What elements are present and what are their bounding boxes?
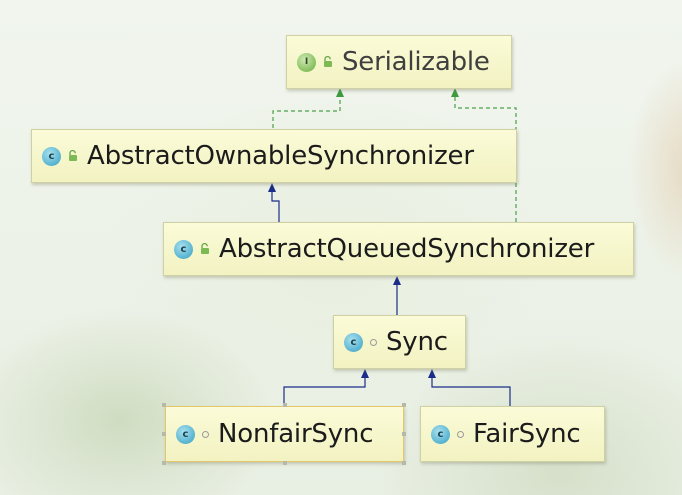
node-label: Serializable: [342, 47, 490, 77]
extends-arrowhead-sync: [393, 276, 401, 285]
implements-arrowhead-aos: [336, 88, 344, 97]
class-icon: c: [174, 239, 193, 259]
abstract-queued-synchronizer-node[interactable]: c AbstractQueuedSynchronizer: [163, 222, 634, 276]
nonfair-sync-node[interactable]: c NonfairSync: [165, 406, 404, 462]
dot-icon: [457, 430, 464, 438]
selection-handle[interactable]: [162, 432, 166, 436]
extends-arrowhead-nonfair: [361, 369, 369, 378]
node-label: AbstractQueuedSynchronizer: [219, 234, 595, 264]
sync-node[interactable]: c Sync: [333, 315, 466, 369]
selection-handle[interactable]: [402, 403, 406, 407]
node-label: NonfairSync: [218, 419, 374, 449]
lock-open-icon: [200, 243, 210, 255]
dot-icon: [370, 338, 377, 346]
extends-arrowhead-fair: [428, 369, 436, 378]
dot-icon: [202, 430, 209, 438]
extends-edge-nonfair: [283, 377, 366, 406]
node-label: Sync: [386, 327, 448, 357]
lock-open-icon: [68, 150, 78, 162]
implements-arrowhead-aqs: [451, 88, 459, 97]
extends-arrowhead-aqs: [268, 183, 276, 192]
node-label: AbstractOwnableSynchronizer: [87, 141, 474, 171]
abstract-ownable-synchronizer-node[interactable]: c AbstractOwnableSynchronizer: [31, 129, 517, 183]
class-icon: c: [344, 332, 363, 352]
selection-handle[interactable]: [283, 461, 287, 465]
fair-sync-node[interactable]: c FairSync: [420, 406, 605, 462]
selection-handle[interactable]: [402, 432, 406, 436]
selection-handle[interactable]: [283, 403, 287, 407]
implements-edge-aos: [272, 95, 341, 128]
selection-handle[interactable]: [162, 461, 166, 465]
node-label: FairSync: [473, 419, 581, 449]
selection-handle[interactable]: [162, 403, 166, 407]
extends-edge-fair: [431, 377, 511, 406]
class-icon: c: [431, 424, 450, 444]
class-icon: c: [176, 424, 195, 444]
lock-open-icon: [323, 56, 333, 68]
selection-handle[interactable]: [402, 461, 406, 465]
extends-edge-aqs: [271, 191, 280, 222]
interface-icon: I: [297, 52, 316, 72]
serializable-node[interactable]: I Serializable: [286, 35, 512, 89]
class-icon: c: [42, 146, 61, 166]
